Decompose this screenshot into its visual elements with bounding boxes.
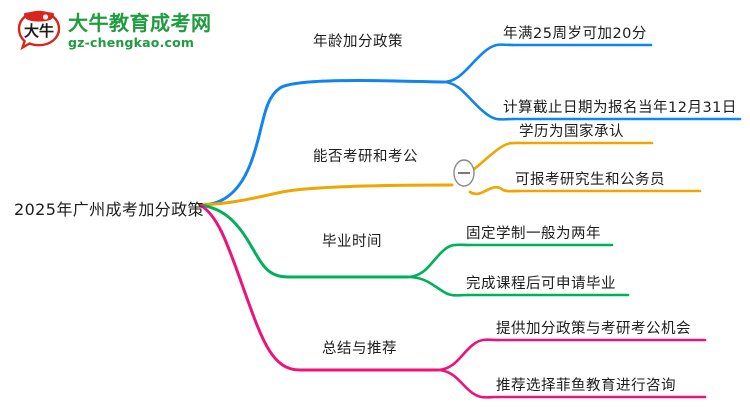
- leaf-node-1-1[interactable]: 可报考研究生和公务员: [515, 172, 665, 188]
- leaf-node-0-1[interactable]: 计算截止日期为报名当年12月31日: [503, 100, 737, 116]
- branch-main-curve-3: [198, 203, 439, 372]
- branch-line-group-1: [198, 141, 702, 207]
- branch-line-group-0: [198, 43, 742, 207]
- branch-main-curve-2: [198, 203, 409, 279]
- branch-node-1[interactable]: 能否考研和考公: [313, 149, 418, 165]
- leaf-node-0-0[interactable]: 年满25周岁可加20分: [503, 26, 647, 42]
- leaf-node-1-0[interactable]: 学历为国家承认: [519, 124, 624, 140]
- logo-url: gz-chengkao.com: [68, 35, 195, 50]
- branch-fork-curve-2-0: [405, 243, 470, 279]
- leaf-node-3-1[interactable]: 推荐选择菲鱼教育进行咨询: [496, 378, 676, 394]
- logo-title: 大牛教育成考网: [68, 11, 212, 35]
- branch-node-0[interactable]: 年龄加分政策: [313, 34, 403, 50]
- branch-fork-curve-3-0: [435, 338, 500, 372]
- branch-node-3[interactable]: 总结与推荐: [322, 341, 397, 357]
- root-node[interactable]: 2025年广州成考加分政策: [14, 200, 204, 219]
- branch-line-group-2: [198, 203, 630, 297]
- branch-line-group-3: [198, 203, 707, 399]
- svg-text:大牛: 大牛: [24, 22, 54, 40]
- logo-mark-icon: 大牛: [17, 10, 61, 51]
- branch-main-curve-1: [198, 183, 454, 207]
- branch-fork-curve-2-1: [405, 275, 470, 297]
- leaf-node-2-1[interactable]: 完成课程后可申请毕业: [466, 276, 616, 292]
- site-logo[interactable]: 大牛 大牛教育成考网 gz-chengkao.com: [16, 8, 246, 58]
- branch-fork-curve-0-0: [441, 43, 515, 84]
- branch-node-2[interactable]: 毕业时间: [322, 234, 382, 250]
- branch-fork-curve-0-1: [441, 80, 515, 121]
- collapse-toggle-branch-1[interactable]: [453, 159, 475, 187]
- branch-main-curve-0: [198, 79, 445, 207]
- leaf-node-3-0[interactable]: 提供加分政策与考研考公机会: [496, 321, 691, 337]
- leaf-node-2-0[interactable]: 固定学制一般为两年: [466, 226, 601, 242]
- branch-fork-curve-1-0: [468, 141, 526, 174]
- branch-fork-curve-3-1: [435, 368, 500, 399]
- logo-text-block: 大牛教育成考网 gz-chengkao.com: [68, 11, 212, 51]
